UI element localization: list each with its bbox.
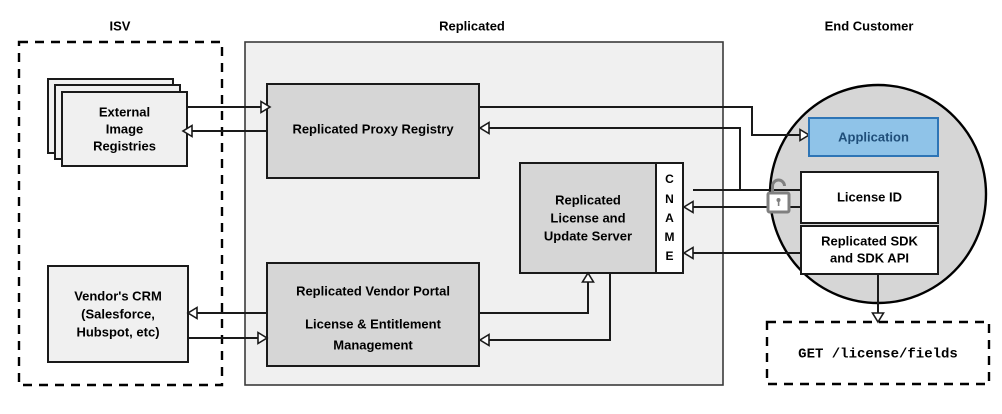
api-request-label: GET /license/fields xyxy=(798,347,958,363)
vendor-portal-box xyxy=(266,262,480,367)
node-cname-strip[interactable]: C N A M E xyxy=(655,162,684,274)
node-replicated-vendor-portal[interactable]: Replicated Vendor Portal License & Entit… xyxy=(266,262,480,367)
external-image-registries-label-line1: External xyxy=(99,104,150,119)
vendors-crm-label-line3: Hubspot, etc) xyxy=(76,324,159,339)
proxy-registry-label: Replicated Proxy Registry xyxy=(292,121,454,136)
arrowhead-portal-to-license-server xyxy=(581,271,595,283)
application-box xyxy=(808,117,939,157)
cname-box xyxy=(655,162,684,274)
arrowhead-sdk-to-cname xyxy=(682,246,694,260)
arrowhead-registries-to-proxy xyxy=(260,100,272,114)
vendors-crm-box xyxy=(47,265,189,363)
license-id-label: License ID xyxy=(837,189,902,204)
cname-letter-m: M xyxy=(665,230,675,244)
unlock-icon xyxy=(766,178,791,214)
external-image-registries-label-line3: Registries xyxy=(93,138,156,153)
cname-letter-c: C xyxy=(665,172,674,186)
node-application[interactable]: Application xyxy=(808,117,939,157)
vendors-crm-label-line2: (Salesforce, xyxy=(81,306,155,321)
flow-proxy-to-application xyxy=(479,106,800,136)
license-update-server-label-line1: Replicated xyxy=(555,192,621,207)
cname-letter-e: E xyxy=(665,249,673,263)
flow-portal-to-license-server xyxy=(479,282,589,314)
node-vendors-crm[interactable]: Vendor's CRM (Salesforce, Hubspot, etc) xyxy=(47,265,189,363)
vendor-portal-label-line3: Management xyxy=(333,337,413,352)
flow-license-server-to-portal xyxy=(489,273,611,341)
application-label: Application xyxy=(838,129,909,144)
arrowhead-sdk-to-api-request xyxy=(871,312,885,324)
zone-label-replicated: Replicated xyxy=(439,18,505,33)
cname-letter-a: A xyxy=(665,211,674,225)
external-image-registries-label-line2: Image xyxy=(106,121,144,136)
arrowhead-licenseid-to-cname xyxy=(682,200,694,214)
arrowhead-proxy-to-registries xyxy=(181,124,193,138)
api-request-dashed-box xyxy=(765,320,991,386)
arrowhead-license-server-to-portal xyxy=(478,333,490,347)
node-license-update-server[interactable]: Replicated License and Update Server xyxy=(519,162,657,274)
license-update-server-label-line2: License and xyxy=(550,210,625,225)
replicated-sdk-label-line2: and SDK API xyxy=(830,250,909,265)
flow-application-to-proxy xyxy=(489,127,741,190)
replicated-sdk-label-line1: Replicated SDK xyxy=(821,233,918,248)
replicated-sdk-box xyxy=(800,225,939,275)
unlock-icon-keyslot xyxy=(777,201,780,206)
node-api-request[interactable]: GET /license/fields xyxy=(765,320,991,386)
unlock-icon-shackle xyxy=(771,178,786,193)
license-id-box xyxy=(800,171,939,224)
node-license-id[interactable]: License ID xyxy=(800,171,939,224)
license-update-server-label-line3: Update Server xyxy=(544,228,632,243)
unlock-icon-keyhole xyxy=(776,198,781,202)
vendors-crm-label-line1: Vendor's CRM xyxy=(74,288,162,303)
node-replicated-sdk[interactable]: Replicated SDK and SDK API xyxy=(800,225,939,275)
arrowhead-application-to-proxy xyxy=(478,121,490,135)
zone-isv-boundary xyxy=(17,40,224,387)
cname-letter-n: N xyxy=(665,192,674,206)
vendor-portal-label-line1: Replicated Vendor Portal xyxy=(296,283,450,298)
vendor-portal-label-line2: License & Entitlement xyxy=(305,316,441,331)
node-replicated-proxy-registry[interactable]: Replicated Proxy Registry xyxy=(266,83,480,179)
node-external-image-registries[interactable]: External Image Registries xyxy=(47,78,188,167)
arrowhead-portal-to-crm xyxy=(186,306,198,320)
license-update-server-box xyxy=(519,162,657,274)
zone-label-end-customer: End Customer xyxy=(825,18,914,33)
arrowhead-proxy-to-application xyxy=(799,128,811,142)
zone-label-isv: ISV xyxy=(110,18,131,33)
external-image-registries-card-front xyxy=(61,91,188,167)
arrowhead-crm-to-portal xyxy=(257,331,269,345)
